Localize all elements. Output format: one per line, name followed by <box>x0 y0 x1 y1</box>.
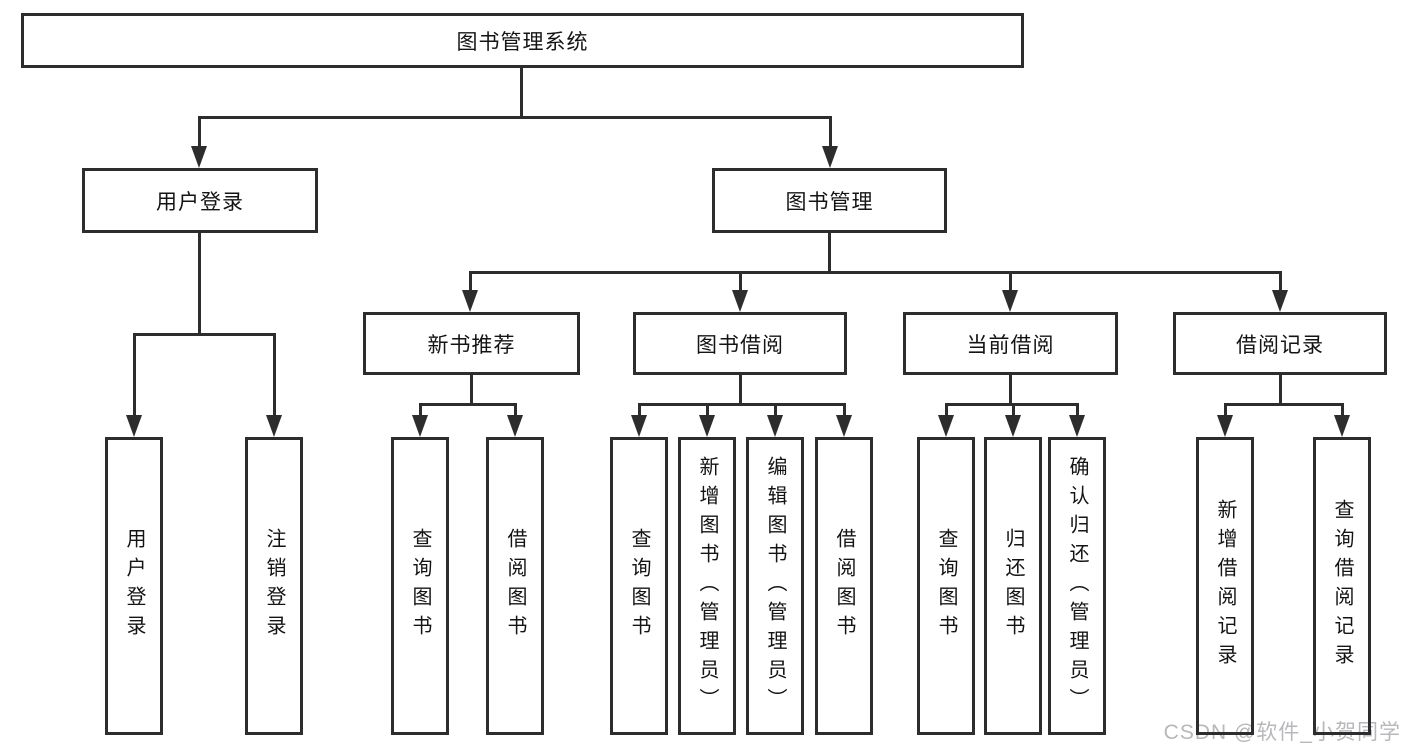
arrow-down-icon <box>1272 290 1288 312</box>
node-book-management: 图书管理 <box>712 168 947 233</box>
leaf-query-books-2-label: 查询图书 <box>628 528 650 644</box>
leaf-query-borrow-record: 查询借阅记录 <box>1313 437 1371 735</box>
connector-drop-records <box>1279 271 1282 292</box>
leaf-edit-books-admin: 编辑图书（管理员） <box>746 437 804 735</box>
leaf-borrow-books-1: 借阅图书 <box>486 437 544 735</box>
leaf-query-books-3-label: 查询图书 <box>935 528 957 644</box>
leaf-query-books-2: 查询图书 <box>610 437 668 735</box>
arrow-down-icon <box>1069 415 1085 437</box>
connector-g4-stem <box>1279 375 1282 405</box>
connector-g1-drop1 <box>419 403 422 417</box>
leaf-confirm-return-admin: 确认归还（管理员） <box>1048 437 1106 735</box>
leaf-user-login: 用户登录 <box>105 437 163 735</box>
node-borrow-records: 借阅记录 <box>1173 312 1387 375</box>
arrow-down-icon <box>462 290 478 312</box>
connector-book-mgmt-bus <box>469 271 1282 274</box>
node-user-login: 用户登录 <box>82 168 318 233</box>
connector-user-login-stem <box>198 233 201 335</box>
connector-drop-book-mgmt <box>829 116 832 150</box>
connector-g2-drop3 <box>774 403 777 417</box>
node-new-book-recommend-label: 新书推荐 <box>427 333 516 357</box>
connector-g1-bus <box>419 403 517 406</box>
node-book-management-label: 图书管理 <box>785 190 874 214</box>
arrow-down-icon <box>1002 290 1018 312</box>
connector-g3-drop3 <box>1076 403 1079 417</box>
connector-g2-drop1 <box>638 403 641 417</box>
node-new-book-recommend: 新书推荐 <box>363 312 580 375</box>
watermark-text: CSDN @软件_小贺同学 <box>1163 721 1401 744</box>
arrow-down-icon <box>631 415 647 437</box>
leaf-user-login-label: 用户登录 <box>123 528 145 644</box>
node-root-system: 图书管理系统 <box>21 13 1024 68</box>
leaf-edit-books-admin-label: 编辑图书（管理员） <box>764 455 786 717</box>
leaf-query-books-1-label: 查询图书 <box>409 528 431 644</box>
connector-book-mgmt-stem <box>828 233 831 273</box>
arrow-down-icon <box>1334 415 1350 437</box>
connector-g1-stem <box>470 375 473 405</box>
arrow-down-icon <box>412 415 428 437</box>
connector-g3-drop1 <box>945 403 948 417</box>
connector-g2-stem <box>739 375 742 405</box>
leaf-borrow-books-2-label: 借阅图书 <box>833 528 855 644</box>
leaf-add-books-admin-label: 新增图书（管理员） <box>696 455 718 717</box>
connector-g3-drop2 <box>1012 403 1015 417</box>
leaf-borrow-books-1-label: 借阅图书 <box>504 528 526 644</box>
connector-user-login-bus <box>133 333 276 336</box>
arrow-down-icon <box>191 146 207 168</box>
connector-drop-current <box>1009 271 1012 292</box>
connector-g4-drop2 <box>1341 403 1344 417</box>
arrow-down-icon <box>732 290 748 312</box>
connector-drop-login-leaf <box>133 333 136 417</box>
leaf-confirm-return-admin-label: 确认归还（管理员） <box>1066 455 1088 717</box>
arrow-down-icon <box>1005 415 1021 437</box>
node-user-login-label: 用户登录 <box>156 190 244 214</box>
arrow-down-icon <box>767 415 783 437</box>
arrow-down-icon <box>699 415 715 437</box>
leaf-return-books-label: 归还图书 <box>1002 528 1024 644</box>
connector-g2-bus <box>638 403 846 406</box>
connector-drop-logout-leaf <box>273 333 276 417</box>
arrow-down-icon <box>836 415 852 437</box>
leaf-query-books-1: 查询图书 <box>391 437 449 735</box>
node-borrow-records-label: 借阅记录 <box>1236 333 1324 357</box>
connector-root-stem <box>520 68 523 118</box>
arrow-down-icon <box>938 415 954 437</box>
arrow-down-icon <box>507 415 523 437</box>
node-current-borrowing: 当前借阅 <box>903 312 1118 375</box>
leaf-query-books-3: 查询图书 <box>917 437 975 735</box>
connector-g3-stem <box>1009 375 1012 405</box>
connector-drop-user-login <box>198 116 201 150</box>
connector-drop-new-books <box>469 271 472 292</box>
leaf-logout-label: 注销登录 <box>263 528 285 644</box>
arrow-down-icon <box>822 146 838 168</box>
leaf-add-borrow-record-label: 新增借阅记录 <box>1214 499 1236 673</box>
connector-g2-drop2 <box>706 403 709 417</box>
leaf-borrow-books-2: 借阅图书 <box>815 437 873 735</box>
connector-g1-drop2 <box>514 403 517 417</box>
connector-g4-bus <box>1224 403 1344 406</box>
node-book-borrowing-label: 图书借阅 <box>696 333 784 357</box>
node-current-borrowing-label: 当前借阅 <box>966 333 1055 357</box>
leaf-query-borrow-record-label: 查询借阅记录 <box>1331 499 1353 673</box>
arrow-down-icon <box>1217 415 1233 437</box>
connector-g4-drop1 <box>1224 403 1227 417</box>
connector-root-bus <box>198 116 832 119</box>
arrow-down-icon <box>126 415 142 437</box>
connector-drop-borrowing <box>739 271 742 292</box>
connector-g2-drop4 <box>843 403 846 417</box>
node-root-label: 图书管理系统 <box>456 30 589 54</box>
leaf-add-books-admin: 新增图书（管理员） <box>678 437 736 735</box>
leaf-logout: 注销登录 <box>245 437 303 735</box>
arrow-down-icon <box>266 415 282 437</box>
leaf-return-books: 归还图书 <box>984 437 1042 735</box>
node-book-borrowing: 图书借阅 <box>633 312 847 375</box>
leaf-add-borrow-record: 新增借阅记录 <box>1196 437 1254 735</box>
